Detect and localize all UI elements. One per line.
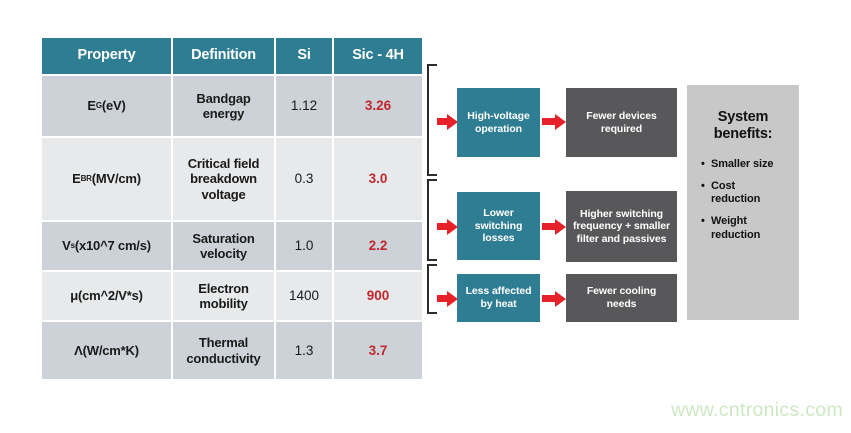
flow-cause-box: Less affected by heat [457,274,540,322]
property-symbol: E [72,171,81,187]
property-symbol: μ [70,288,78,304]
definition-cell: Critical field breakdown voltage [173,138,274,220]
flow-cause-box: Lower switching losses [457,192,540,260]
property-symbol: Λ [74,342,83,358]
si-value-cell: 1.0 [276,222,332,270]
property-symbol: V [62,238,71,254]
si-value-cell: 1.12 [276,76,332,136]
row-group-bracket-2 [427,179,437,261]
property-unit: (cm^2/V*s) [77,288,143,304]
system-benefits-title: System benefits: [713,109,773,143]
property-unit: (x10^7 cm/s) [74,238,151,254]
property-unit: (eV) [101,98,126,114]
si-value-cell: 1.3 [276,322,332,379]
flow-effect-box: Fewer cooling needs [566,274,677,322]
property-unit: (MV/cm) [91,171,141,187]
sic-value-cell: 3.7 [334,322,422,379]
flow-effect-box: Higher switching frequency + smaller fil… [566,191,677,262]
sic-value-cell: 3.0 [334,138,422,220]
definition-cell: Bandgap energy [173,76,274,136]
col-header-property: Property [42,38,171,74]
flow-effect-box: Fewer devices required [566,88,677,157]
red-arrow-icon [437,118,447,125]
definition-cell: Electron mobility [173,272,274,320]
col-header-sic4h: Sic - 4H [334,38,422,74]
red-arrow-icon [437,295,447,302]
sic-value-cell: 2.2 [334,222,422,270]
property-cell: μ (cm^2/V*s) [42,272,171,320]
property-cell: Λ (W/cm*K) [42,322,171,379]
benefit-item: Weight reduction [701,215,783,243]
red-arrow-icon [542,118,555,125]
red-arrow-icon [437,223,447,230]
definition-cell: Thermal conductivity [173,322,274,379]
sic-value-cell: 900 [334,272,422,320]
property-unit: (W/cm*K) [82,342,139,358]
benefit-item: Smaller size [701,158,783,172]
si-value-cell: 0.3 [276,138,332,220]
definition-cell: Saturation velocity [173,222,274,270]
col-header-definition: Definition [173,38,274,74]
row-group-bracket-3 [427,264,437,314]
system-benefits-panel: System benefits: Smaller size Cost reduc… [687,85,799,320]
sic-value-cell: 3.26 [334,76,422,136]
si-value-cell: 1400 [276,272,332,320]
row-group-bracket-1 [427,64,437,176]
col-header-si: Si [276,38,332,74]
property-symbol: E [87,98,96,114]
red-arrow-icon [542,295,555,302]
benefit-item: Cost reduction [701,180,783,208]
watermark: www.cntronics.com [671,399,843,421]
flow-cause-box: High-voltage operation [457,88,540,157]
red-arrow-icon [542,223,555,230]
